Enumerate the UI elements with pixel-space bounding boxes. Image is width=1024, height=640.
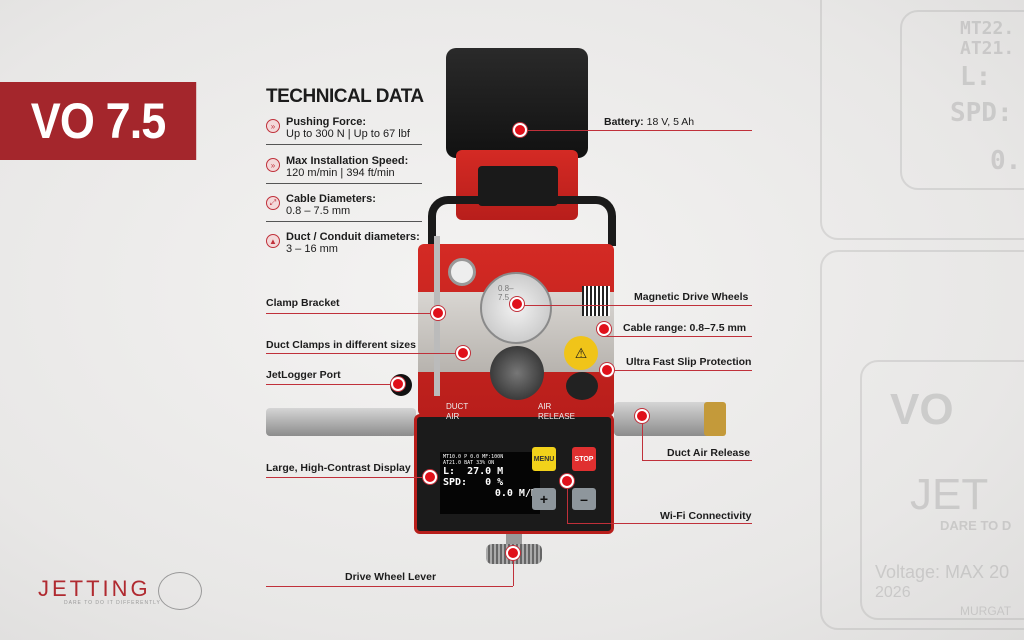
callout-display: Large, High-Contrast Display <box>266 462 411 474</box>
callout-dot <box>510 297 524 311</box>
callout-line <box>642 416 643 460</box>
display-length: L: 27.0 M <box>443 466 504 477</box>
spec-pushing-force: » Pushing Force: Up to 300 N | Up to 67 … <box>266 116 422 145</box>
spec-value: 3 – 16 mm <box>286 243 338 255</box>
battery <box>446 48 588 158</box>
callout-dot <box>391 377 405 391</box>
callout-jetlogger: JetLogger Port <box>266 369 341 381</box>
slip-button <box>566 372 598 400</box>
watermark-text: 2026 <box>875 584 911 601</box>
callout-line <box>604 336 752 337</box>
watermark-text: MURGAT <box>960 604 1012 618</box>
gauge <box>448 258 476 286</box>
spec-cable-diameters: ⤢ Cable Diameters: 0.8 – 7.5 mm <box>266 193 422 222</box>
spec-value: Up to 300 N | Up to 67 lbf <box>286 128 410 140</box>
callout-dot <box>423 470 437 484</box>
callout-wifi: Wi-Fi Connectivity <box>660 510 752 522</box>
left-air-coupling <box>266 408 416 436</box>
callout-line <box>567 523 752 524</box>
callout-clamp: Clamp Bracket <box>266 297 340 309</box>
callout-line <box>266 313 438 314</box>
callout-dot <box>597 322 611 336</box>
callout-line <box>266 586 513 587</box>
spec-label: Cable Diameters: <box>286 193 376 205</box>
watermark-text: L: <box>960 62 992 92</box>
callout-line <box>520 130 752 131</box>
duct-icon: ▲ <box>266 234 280 248</box>
display-line2: AT21.0 BAT 33% ON <box>443 460 495 466</box>
callout-line <box>266 384 398 385</box>
callout-wheels: Magnetic Drive Wheels <box>634 291 749 303</box>
menu-button[interactable]: MENU <box>532 447 556 471</box>
right-brass-cap <box>704 402 726 436</box>
callout-dot <box>560 474 574 488</box>
double-chevron-icon: » <box>266 119 280 133</box>
wheel-label: 0.8–7.5 <box>498 284 514 302</box>
callout-dot <box>600 363 614 377</box>
spec-label: Pushing Force: <box>286 116 367 128</box>
callout-line <box>266 477 431 478</box>
minus-button[interactable]: – <box>572 488 596 510</box>
diameter-arrow-icon: ⤢ <box>266 196 280 210</box>
jetting-logo: JETTING DARE TO DO IT DIFFERENTLY <box>38 572 204 612</box>
callout-cable-range: Cable range: 0.8–7.5 mm <box>623 322 747 334</box>
duct-label: DUCT AIR <box>446 402 469 421</box>
spec-max-speed: » Max Installation Speed: 120 m/min | 39… <box>266 155 422 184</box>
watermark-text: VO <box>890 385 954 434</box>
spec-label: Duct / Conduit diameters: <box>286 231 420 243</box>
callout-line <box>266 353 463 354</box>
stop-button[interactable]: STOP <box>572 447 596 471</box>
spec-duct-diameters: ▲ Duct / Conduit diameters: 3 – 16 mm <box>266 231 422 259</box>
qr-code <box>582 286 610 316</box>
display-line1: MT10.0 P 0.0 MF:100N <box>443 454 504 460</box>
callout-dot <box>506 546 520 560</box>
callout-line <box>513 553 514 586</box>
callout-line <box>567 481 568 523</box>
display-rate: 0.0 M/M <box>494 488 537 499</box>
callout-battery-value: 18 V, 5 Ah <box>646 116 695 128</box>
display-speed: SPD: 0 % <box>443 477 504 488</box>
logo-wordmark: JETTING <box>38 576 151 601</box>
watermark-text: AT21. <box>960 38 1015 59</box>
warning-sign: ⚠ <box>564 336 598 370</box>
air-release-label: AIR RELEASE <box>538 402 575 421</box>
product-title-banner: VO 7.5 <box>0 82 197 160</box>
lower-wheel <box>490 346 544 400</box>
watermark-text: SPD: <box>950 98 1013 128</box>
logo-ring <box>158 572 202 610</box>
spec-value: 120 m/min | 394 ft/min <box>286 167 395 179</box>
watermark-text: DARE TO D <box>940 518 1012 533</box>
logo-tagline: DARE TO DO IT DIFFERENTLY <box>64 600 161 606</box>
callout-line <box>607 370 752 371</box>
callout-lever: Drive Wheel Lever <box>345 571 437 583</box>
callout-battery-label: Battery: <box>604 116 644 128</box>
spec-value: 0.8 – 7.5 mm <box>286 205 351 217</box>
callout-dot <box>635 409 649 423</box>
callout-battery: Battery: 18 V, 5 Ah <box>604 116 694 128</box>
plus-button[interactable]: + <box>532 488 556 510</box>
callout-air-release: Duct Air Release <box>667 447 751 459</box>
callout-dot <box>456 346 470 360</box>
callout-line <box>642 460 752 461</box>
watermark-text: JET <box>910 470 989 519</box>
watermark-text: MT22. <box>960 18 1015 39</box>
callout-dot <box>431 306 445 320</box>
handle <box>428 196 616 246</box>
callout-slip: Ultra Fast Slip Protection <box>626 356 752 368</box>
spec-label: Max Installation Speed: <box>286 155 409 167</box>
watermark-text: Voltage: MAX 20 <box>875 562 1010 582</box>
callout-line <box>517 305 752 306</box>
double-chevron-icon: » <box>266 158 280 172</box>
callout-dot <box>513 123 527 137</box>
lever-shaft <box>506 534 522 546</box>
watermark-device: MT22. AT21. L: SPD: 0. VO JET DARE TO D … <box>810 0 1024 640</box>
callout-duct-clamps: Duct Clamps in different sizes <box>266 339 416 351</box>
watermark-text: 0. <box>990 146 1022 176</box>
technical-data-title: TECHNICAL DATA <box>266 86 424 107</box>
display-screen: MT10.0 P 0.0 MF:100N AT21.0 BAT 33% ON L… <box>440 452 540 514</box>
